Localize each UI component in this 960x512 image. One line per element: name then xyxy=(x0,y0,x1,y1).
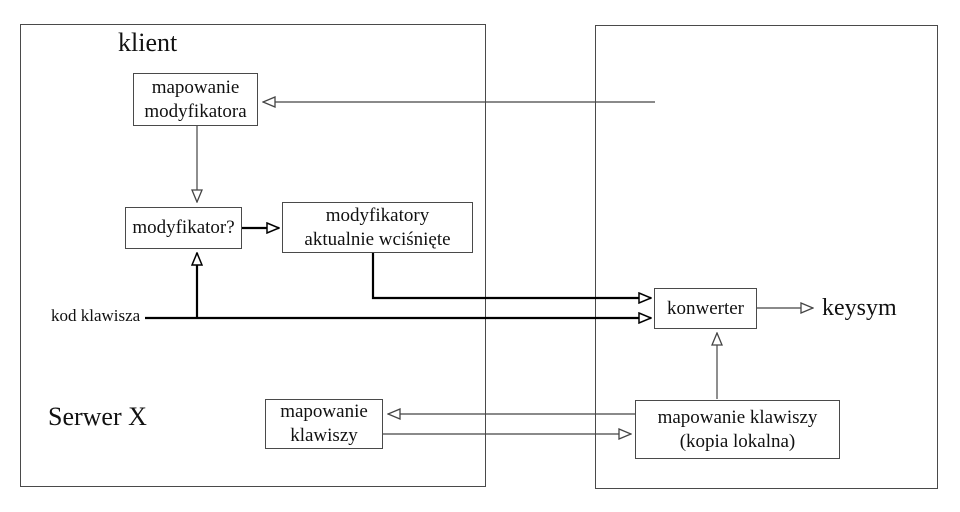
node-modifiers-currently-pressed: modyfikatory aktualnie wciśnięte xyxy=(282,202,473,253)
node-key-mapping-local-copy: mapowanie klawiszy (kopia lokalna) xyxy=(635,400,840,459)
node-modifier-check: modyfikator? xyxy=(125,207,242,249)
region-klient xyxy=(595,25,938,489)
node-key-mapping: mapowanie klawiszy xyxy=(265,399,383,449)
arrow-modifiers-pressed-to-converter xyxy=(371,253,651,298)
keysym-label: keysym xyxy=(822,295,897,321)
key-code-label: kod klawisza xyxy=(51,306,141,325)
server-x-label: Serwer X xyxy=(48,402,147,431)
node-converter: konwerter xyxy=(654,288,757,329)
region-server-x xyxy=(20,24,486,487)
klient-label: klient xyxy=(118,28,178,57)
node-modifier-mapping: mapowanie modyfikatora xyxy=(133,73,258,126)
